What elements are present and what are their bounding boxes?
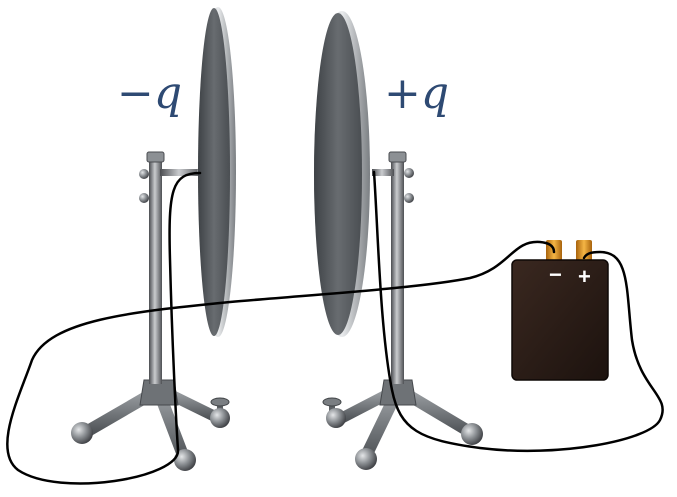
left-stand-collar — [146, 151, 165, 163]
battery-terminal-positive — [576, 240, 592, 262]
right-plate-face — [314, 13, 362, 335]
battery: − + — [511, 240, 609, 381]
right-plate-arm — [372, 169, 394, 176]
right-plate — [314, 11, 370, 337]
left-stand-foot — [210, 408, 230, 428]
right-stand-foot — [326, 408, 346, 428]
right-stand-side-knob — [404, 193, 414, 203]
wire-negative — [6, 171, 556, 485]
right-plate-charge-label: +q — [384, 68, 449, 119]
right-stand-side-knob — [404, 168, 414, 178]
battery-negative-sign: − — [549, 262, 562, 287]
left-plate-charge-label: −q — [117, 68, 182, 119]
right-stand-foot — [461, 423, 483, 445]
right-stand-foot — [355, 448, 377, 470]
right-stand-leg — [360, 390, 401, 462]
wires — [6, 170, 664, 485]
left-plate — [198, 7, 236, 337]
wire-positive — [372, 170, 664, 453]
battery-positive-sign: + — [578, 264, 591, 289]
left-stand-foot — [71, 422, 93, 444]
left-stand-foot — [174, 449, 196, 471]
left-stand-side-knob — [139, 193, 149, 203]
left-plate-face — [198, 8, 230, 336]
left-stand-knob — [210, 397, 230, 407]
left-stand-rod — [149, 156, 162, 384]
battery-body — [511, 259, 609, 381]
right-stand-rod — [391, 156, 404, 384]
right-stand-collar — [388, 151, 407, 163]
right-stand — [322, 151, 483, 470]
left-stand-hub — [139, 379, 179, 406]
right-stand-knob — [322, 397, 342, 407]
left-stand-side-knob — [139, 169, 149, 179]
left-plate-arm — [160, 169, 202, 176]
